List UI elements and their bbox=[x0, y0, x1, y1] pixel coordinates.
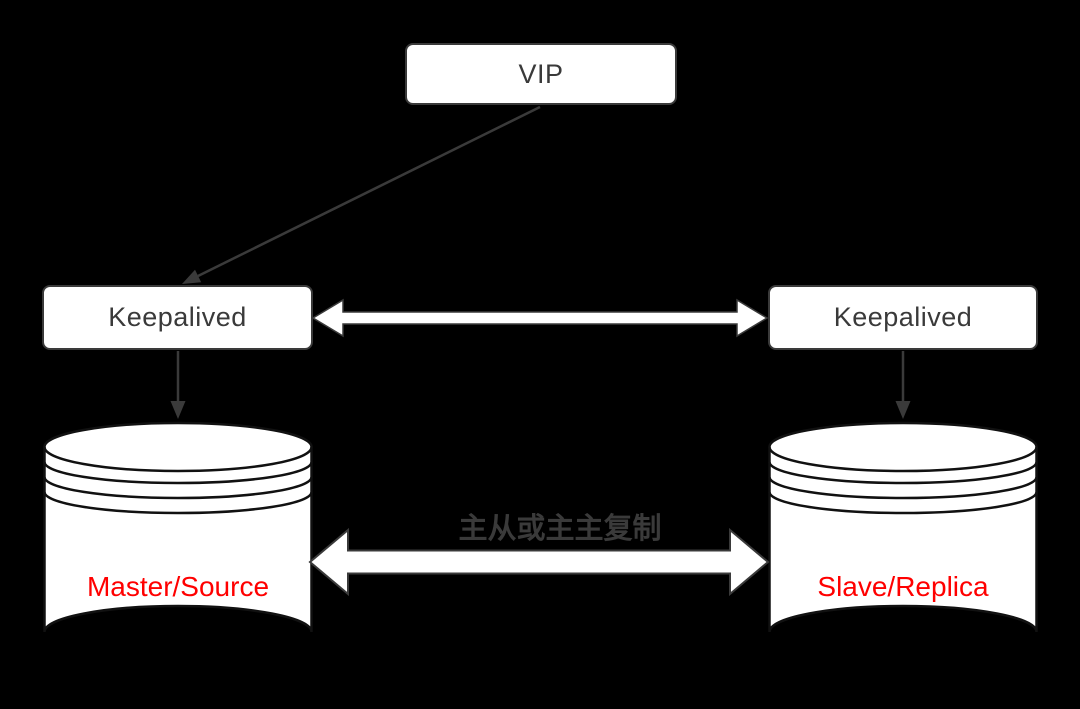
db-cylinder-left bbox=[43, 421, 313, 633]
replication-label: 主从或主主复制 bbox=[458, 513, 662, 545]
keepalived-left-down-arrow bbox=[170, 351, 186, 419]
replication-arrow bbox=[308, 527, 770, 597]
vip-node: VIP bbox=[405, 43, 677, 105]
keepalived-left-node: Keepalived bbox=[42, 285, 313, 350]
vip-to-keepalived-arrow bbox=[182, 105, 541, 284]
db-slave-label: Slave/Replica bbox=[817, 571, 989, 602]
db-cylinder-right bbox=[768, 421, 1038, 633]
db-master-label: Master/Source bbox=[86, 571, 270, 602]
keepalived-right-node: Keepalived bbox=[768, 285, 1038, 350]
keepalived-left-label: Keepalived bbox=[108, 302, 247, 332]
keepalived-right-down-arrow bbox=[895, 351, 911, 419]
keepalived-sync-arrow bbox=[311, 298, 769, 338]
vip-label: VIP bbox=[518, 58, 564, 89]
keepalived-right-label: Keepalived bbox=[833, 302, 973, 332]
